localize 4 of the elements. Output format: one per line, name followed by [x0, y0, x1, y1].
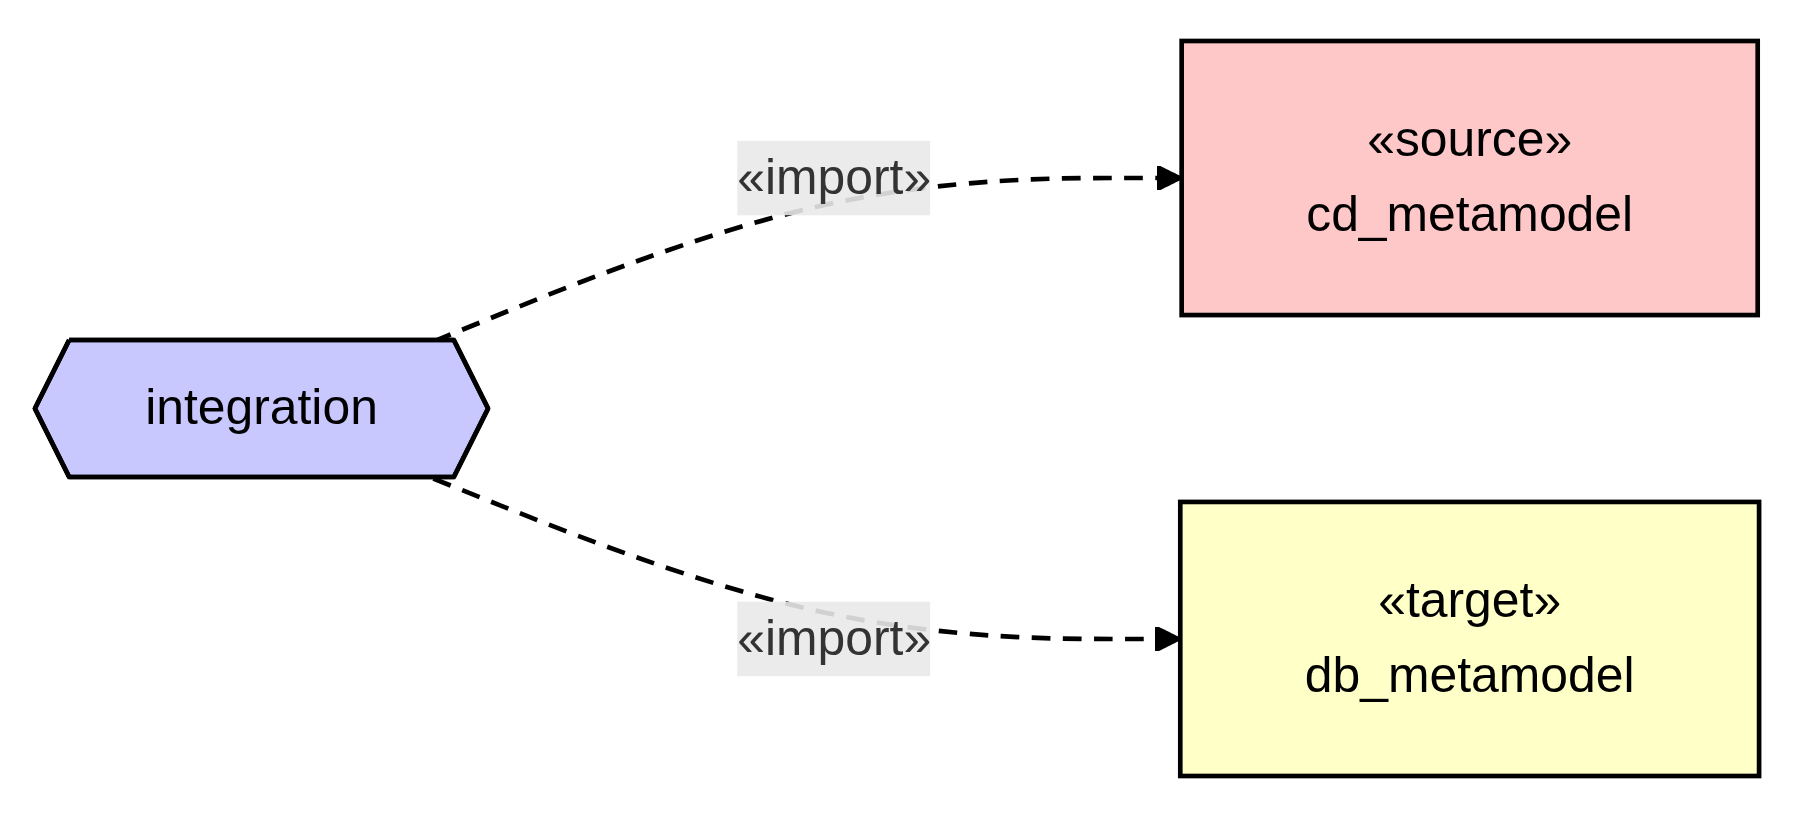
node-box: «source» cd_metamodel	[1179, 38, 1761, 318]
edge-label: «import»	[737, 150, 932, 203]
node-box: «target» db_metamodel	[1177, 499, 1762, 779]
edge-label: «import»	[737, 610, 932, 664]
